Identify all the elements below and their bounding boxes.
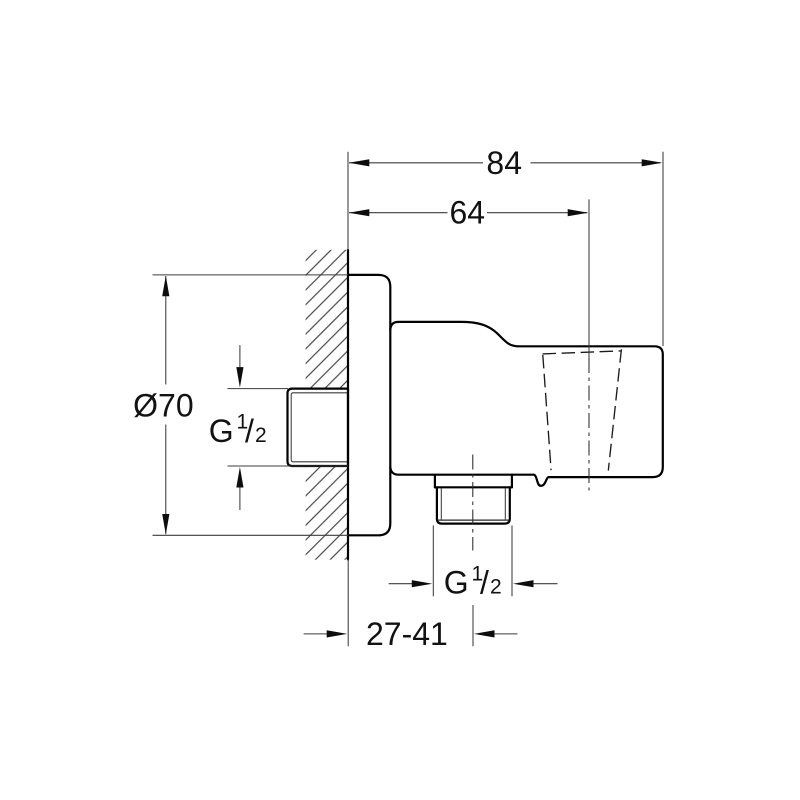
dim-dia70: Ø70 [133, 274, 348, 536]
wall-hatch-lower [305, 466, 348, 560]
label-depth-range: 27-41 [366, 616, 448, 652]
label-outlet-g: G [444, 565, 469, 601]
outlet-thread [433, 473, 513, 525]
label-inlet-sub: 2 [255, 424, 267, 447]
label-64: 64 [450, 195, 486, 231]
label-dia70: Ø70 [133, 387, 193, 423]
body-outline [389, 320, 664, 487]
label-inlet-thread: G 1 / 2 [209, 411, 267, 449]
label-outlet-thread: G 1 / 2 [444, 562, 502, 600]
label-outlet-sup: 1 [472, 562, 484, 585]
dim-84-arrow-left [348, 159, 370, 167]
wall-hatch-upper [305, 249, 348, 389]
dim-depth-range: 27-41 [303, 559, 518, 652]
label-inlet-g: G [209, 413, 234, 449]
inlet-thread-nipple [286, 387, 350, 468]
dim-64-arrow-left [348, 209, 370, 217]
dim-inlet-thread: G 1 / 2 [209, 345, 348, 510]
dim-outlet-arrow-right [513, 580, 534, 588]
label-inlet-slash: / [245, 413, 254, 449]
dim-range-arrow-left [326, 630, 348, 638]
dim-84-arrow-right [641, 159, 663, 167]
dim-70-arrow-top [162, 275, 170, 297]
label-inlet-sup: 1 [237, 411, 249, 434]
label-84: 84 [486, 145, 522, 181]
holder-cone-right [607, 349, 623, 471]
dim-outlet-arrow-left [411, 580, 433, 588]
inlet-thread-root [290, 392, 348, 463]
dim-70-arrow-bottom [162, 514, 170, 535]
dim-84: 84 [347, 145, 664, 346]
label-outlet-sub: 2 [490, 576, 502, 599]
dim-64: 64 [348, 195, 589, 231]
dim-range-arrow-right [474, 630, 495, 638]
holder-cone-left [542, 354, 552, 471]
holder-cone-top [542, 350, 622, 355]
dim-inlet-arrow-bottom [236, 467, 244, 488]
holder-cone-dashed [542, 349, 623, 471]
flange-outline [346, 273, 392, 537]
label-outlet-slash: / [480, 565, 489, 601]
dim-64-arrow-right [567, 209, 589, 217]
outlet-thread-outer [435, 486, 511, 525]
wall-hatch [305, 249, 348, 560]
inlet-thread-outer [286, 387, 350, 468]
dim-outlet-thread: G 1 / 2 [388, 525, 558, 601]
dim-inlet-arrow-top [236, 367, 244, 388]
